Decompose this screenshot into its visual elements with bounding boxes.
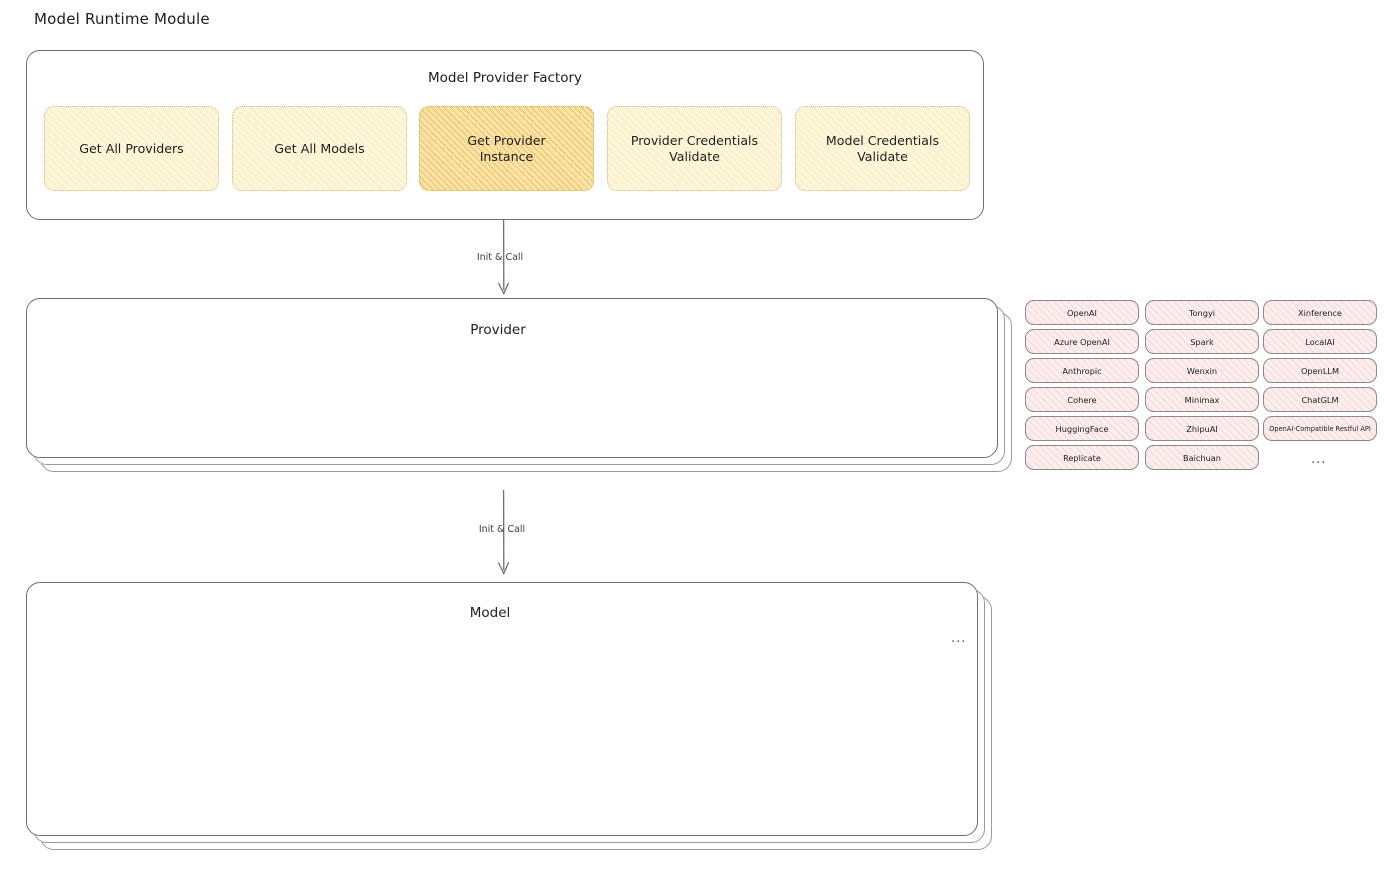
model-provider-factory-title: Model Provider Factory — [427, 70, 583, 86]
arrow-factory-to-provider — [497, 220, 510, 295]
provider-pill-minimax[interactable]: Minimax — [1145, 387, 1259, 412]
arrow-provider-to-model — [497, 490, 510, 576]
provider-pill-openllm[interactable]: OpenLLM — [1263, 358, 1377, 383]
model-title: Model — [469, 605, 511, 621]
provider-pill-spark[interactable]: Spark — [1145, 329, 1259, 354]
factory-node-model-credentials-validate[interactable]: Model Credentials Validate — [795, 106, 970, 191]
arrow-factory-label: Init & Call — [476, 252, 524, 263]
page-title: Model Runtime Module — [34, 10, 210, 28]
factory-node-get-provider-instance[interactable]: Get Provider Instance — [419, 106, 594, 191]
factory-node-provider-credentials-validate[interactable]: Provider Credentials Validate — [607, 106, 782, 191]
provider-pill-azure-openai[interactable]: Azure OpenAI — [1025, 329, 1139, 354]
factory-node-get-all-providers[interactable]: Get All Providers — [44, 106, 219, 191]
provider-pill-zhipuai[interactable]: ZhipuAI — [1145, 416, 1259, 441]
provider-pill-chatglm[interactable]: ChatGLM — [1263, 387, 1377, 412]
provider-pill-baichuan[interactable]: Baichuan — [1145, 445, 1259, 470]
provider-pill-cohere[interactable]: Cohere — [1025, 387, 1139, 412]
provider-pill-anthropic[interactable]: Anthropic — [1025, 358, 1139, 383]
provider-pill-localai[interactable]: LocalAI — [1263, 329, 1377, 354]
provider-pill-xinference[interactable]: Xinference — [1263, 300, 1377, 325]
provider-box — [26, 298, 998, 458]
model-box — [26, 582, 978, 836]
provider-pill-huggingface[interactable]: HuggingFace — [1025, 416, 1139, 441]
provider-pill-replicate[interactable]: Replicate — [1025, 445, 1139, 470]
provider-title: Provider — [470, 322, 526, 338]
model-types-ellipsis: ... — [951, 631, 967, 646]
provider-pill-wenxin[interactable]: Wenxin — [1145, 358, 1259, 383]
factory-node-get-all-models[interactable]: Get All Models — [232, 106, 407, 191]
provider-pill-openai-compatible-restful-api[interactable]: OpenAI-Compatible Restful API — [1263, 416, 1377, 441]
provider-pill-tongyi[interactable]: Tongyi — [1145, 300, 1259, 325]
arrow-provider-label: Init & Call — [478, 524, 526, 535]
provider-pill-openai[interactable]: OpenAI — [1025, 300, 1139, 325]
provider-list-ellipsis: ... — [1311, 452, 1327, 467]
